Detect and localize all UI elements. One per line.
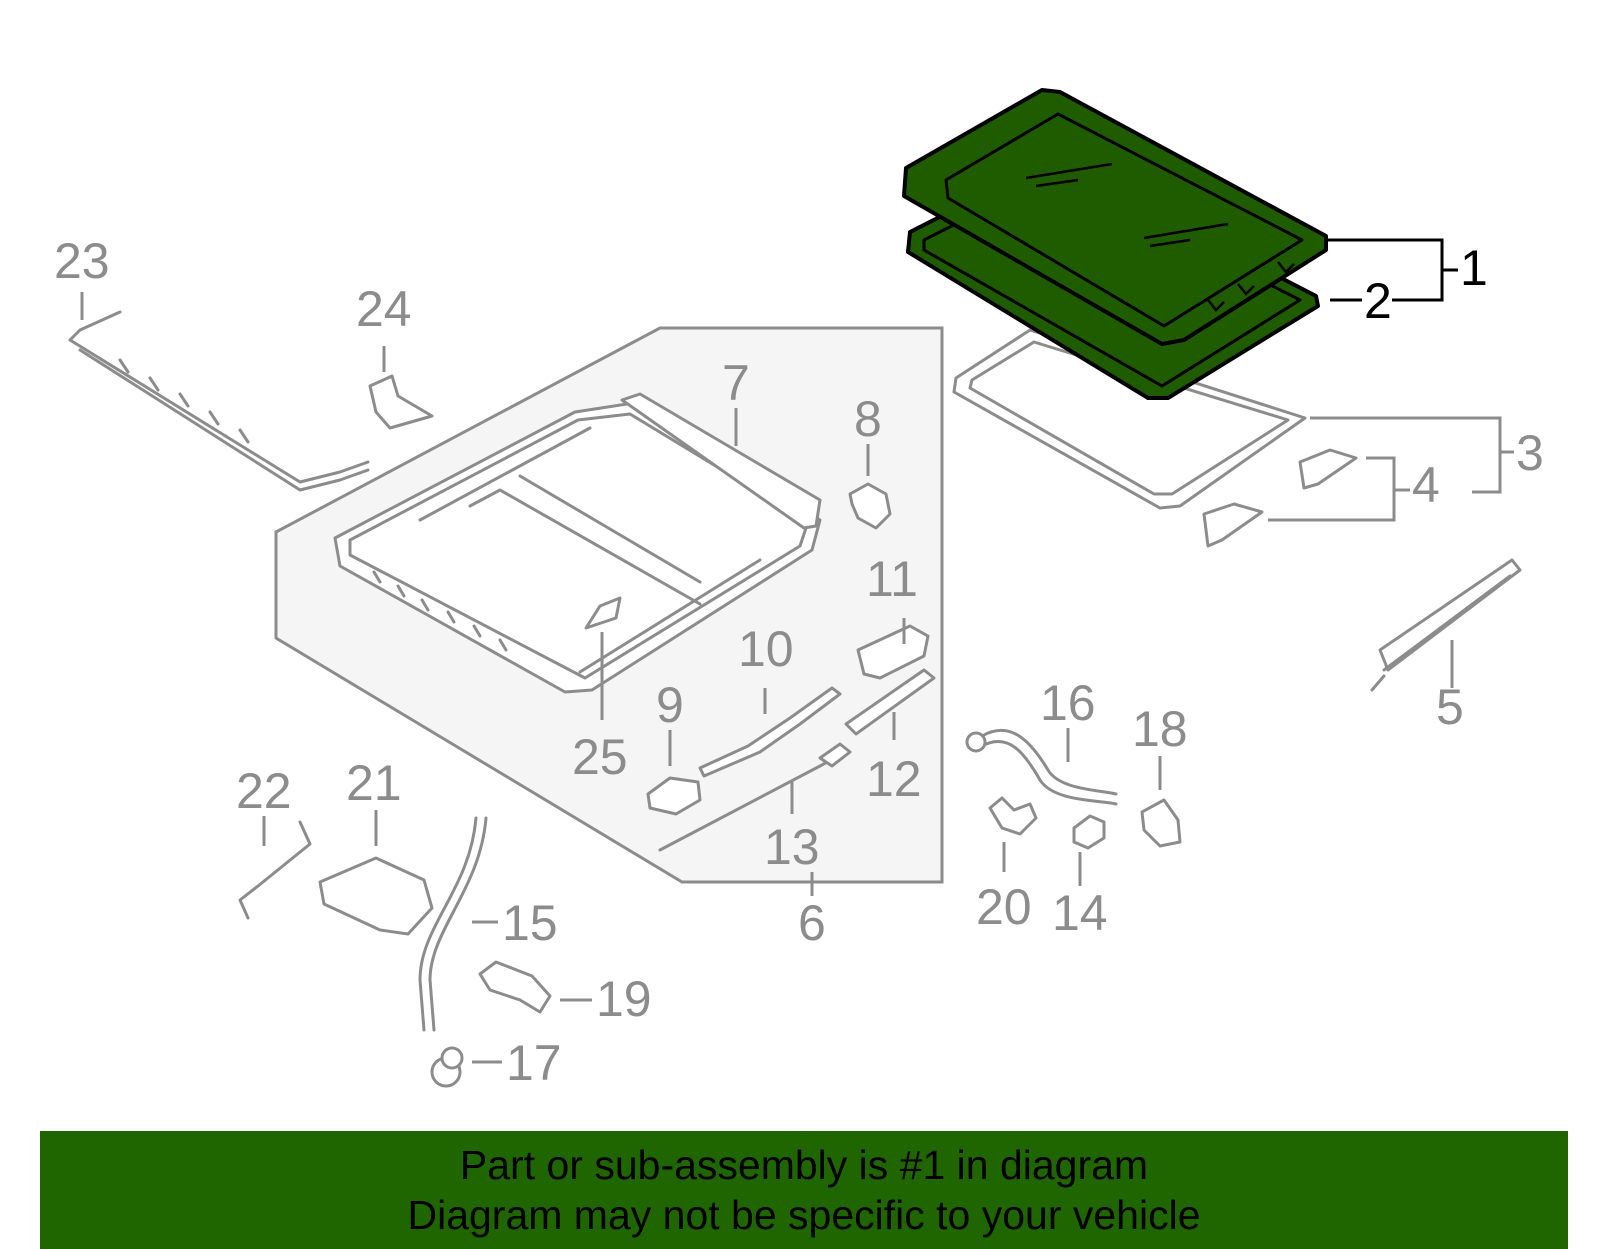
part-4-piece-upper (1298, 448, 1358, 490)
callout-14[interactable]: 14 (1052, 885, 1108, 941)
part-8-clip (848, 482, 892, 530)
callout-18[interactable]: 18 (1132, 701, 1188, 757)
callout-12[interactable]: 12 (866, 751, 922, 807)
callout-24[interactable]: 24 (356, 281, 412, 337)
callout-7[interactable]: 7 (722, 355, 750, 411)
part-4-piece-lower (1202, 502, 1264, 548)
part-3-frame (952, 328, 1307, 510)
part-11-guide (856, 624, 930, 680)
callout-10[interactable]: 10 (738, 621, 794, 677)
callout-8[interactable]: 8 (854, 391, 882, 447)
callout-22[interactable]: 22 (236, 763, 292, 819)
callout-19[interactable]: 19 (596, 971, 652, 1027)
callout-6[interactable]: 6 (798, 895, 826, 951)
part-12-rail (844, 668, 936, 736)
callout-9[interactable]: 9 (656, 677, 684, 733)
sunroof-housing (333, 400, 822, 694)
callout-25[interactable]: 25 (572, 729, 628, 785)
part-20-clip (988, 796, 1038, 836)
part-22-rod (238, 820, 312, 920)
callout-11[interactable]: 11 (866, 551, 918, 607)
part-19-bracket (478, 960, 552, 1014)
part-1-glass-panel (902, 88, 1328, 346)
part-9-block (646, 776, 702, 816)
part-21-motor (318, 856, 434, 936)
callout-1[interactable]: 1 (1460, 240, 1488, 296)
leader-lines (80, 238, 1514, 1064)
callout-5[interactable]: 5 (1436, 679, 1464, 735)
callout-23[interactable]: 23 (54, 233, 110, 289)
callout-16[interactable]: 16 (1040, 675, 1096, 731)
banner-line-1: Part or sub-assembly is #1 in diagram (459, 1142, 1149, 1188)
callout-2[interactable]: 2 (1364, 273, 1392, 329)
callout-4[interactable]: 4 (1412, 457, 1440, 513)
callout-17[interactable]: 17 (506, 1035, 562, 1091)
part-5-rail (1370, 558, 1522, 692)
part-25-bracket (584, 596, 622, 630)
callout-labels: 1 2 3 4 5 6 7 8 9 10 11 12 13 14 15 16 1… (54, 233, 1544, 1091)
callout-13[interactable]: 13 (764, 819, 820, 875)
part-18-grommet (1140, 798, 1182, 848)
info-banner: Part or sub-assembly is #1 in diagram Di… (40, 1131, 1568, 1249)
callout-15[interactable]: 15 (502, 895, 558, 951)
callout-3[interactable]: 3 (1516, 425, 1544, 481)
part-15-drain-hose (418, 816, 478, 1032)
callout-20[interactable]: 20 (976, 879, 1032, 935)
callout-21[interactable]: 21 (346, 755, 402, 811)
part-16-hose (965, 729, 1118, 806)
part-10-arm (698, 686, 842, 778)
part-23-rail (68, 310, 370, 492)
part-14-block (1072, 814, 1106, 850)
banner-line-2: Diagram may not be specific to your vehi… (407, 1192, 1201, 1238)
part-17-grommet (430, 1046, 464, 1088)
part-7-crossbar (620, 392, 822, 530)
part-24-bracket (368, 374, 434, 430)
